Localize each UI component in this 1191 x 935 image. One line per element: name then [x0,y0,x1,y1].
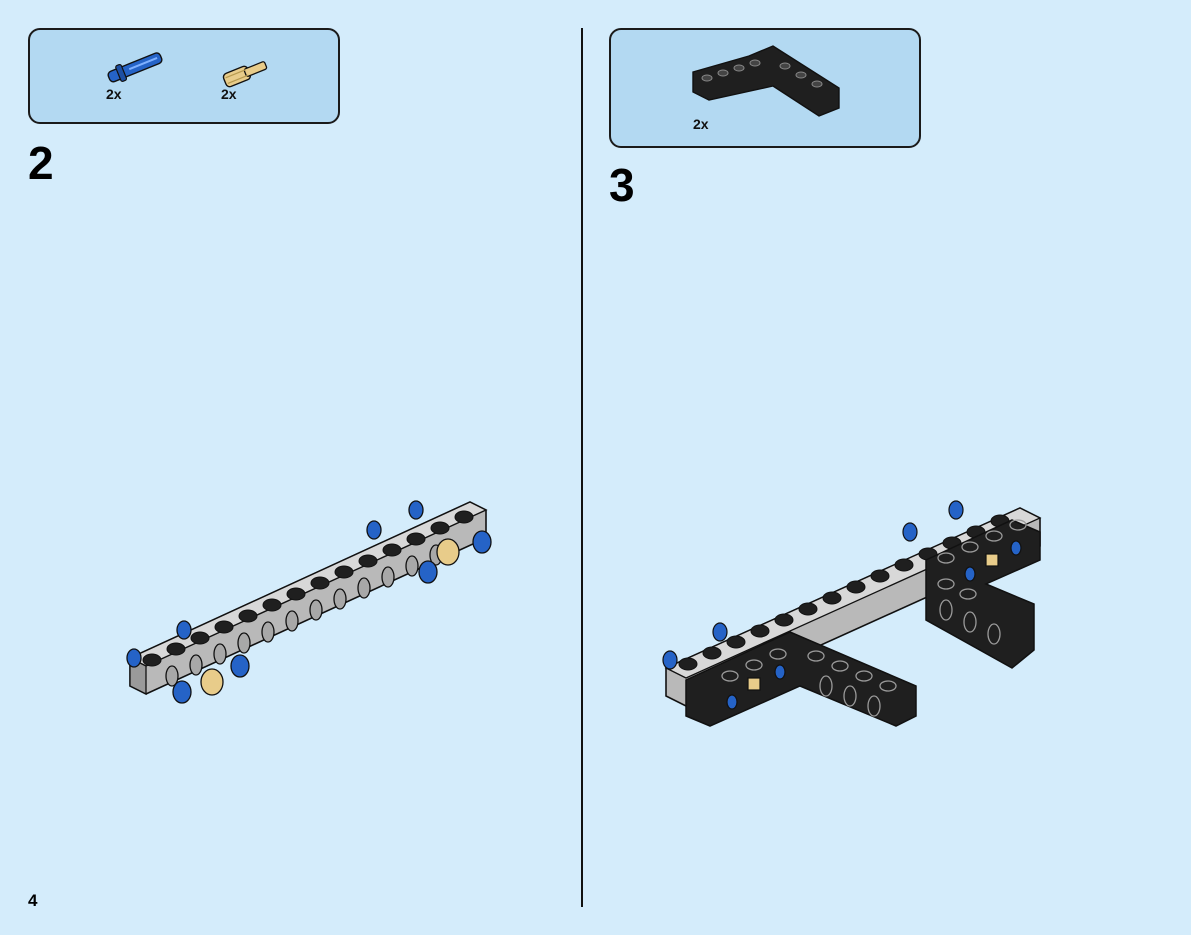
part-quantity: 2x [693,116,709,132]
beam-assembly-with-l-beams [662,500,1042,727]
parts-list-step-3: 2x [609,28,921,148]
blue-long-pin-icon [107,52,163,83]
part-quantity: 2x [106,86,122,102]
tan-axle-pin-icon [222,61,268,88]
page-number: 4 [28,891,38,910]
parts-list-step-2: 2x 2x [28,28,340,124]
part-quantity: 2x [221,86,237,102]
grey-beam-assembly [126,500,492,704]
black-l-beam-icon [692,45,840,117]
step-number: 3 [609,159,635,211]
step-divider [581,28,583,907]
step-number: 2 [28,137,54,189]
